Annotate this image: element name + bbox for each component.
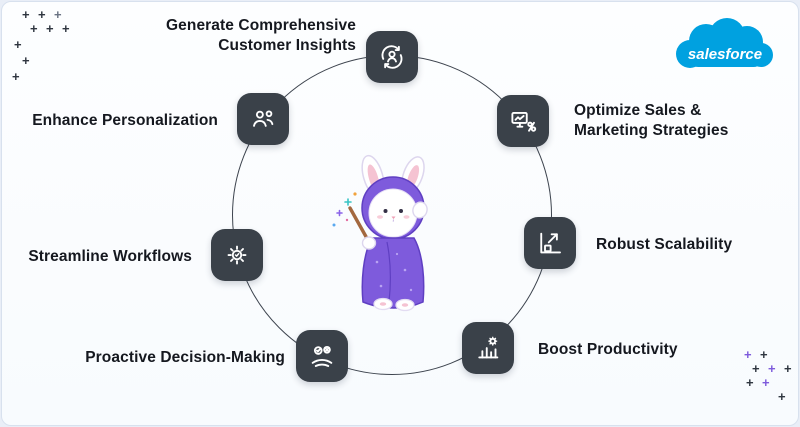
plus-icon: + <box>22 7 30 22</box>
wand-paw <box>361 236 377 250</box>
plus-icon: + <box>62 21 70 36</box>
plus-icon: + <box>22 53 30 68</box>
sparkles-icon <box>332 192 357 227</box>
plus-icon: + <box>746 375 754 390</box>
rabbit-feet <box>373 297 415 312</box>
waving-paw <box>412 201 428 219</box>
node-decision-making <box>296 330 348 382</box>
rabbit-face <box>368 188 418 238</box>
node-productivity <box>462 322 514 374</box>
node-scalability <box>524 217 576 269</box>
sales-marketing-icon <box>511 111 537 132</box>
label-boost-productivity: Boost Productivity <box>538 341 678 358</box>
plus-icon: + <box>762 375 770 390</box>
customer-insights-icon <box>381 45 403 69</box>
plus-icon: + <box>30 21 38 36</box>
plus-icon: + <box>54 7 62 22</box>
productivity-icon <box>478 336 499 359</box>
label-generate-customer-insights: Generate Comprehensive Customer Insights <box>166 17 356 54</box>
label-robust-scalability: Robust Scalability <box>596 236 733 253</box>
plus-icon: + <box>744 347 752 362</box>
workflow-gear-icon <box>227 245 247 265</box>
plus-icon: + <box>14 37 22 52</box>
node-customer-insights <box>366 31 418 83</box>
plus-icon: + <box>778 389 786 404</box>
plus-icon: + <box>752 361 760 376</box>
plus-icon: + <box>784 361 792 376</box>
decision-making-icon <box>311 345 333 367</box>
magic-wand-icon <box>348 206 371 244</box>
personalization-icon <box>253 110 274 127</box>
salesforce-logo: salesforce <box>676 18 773 68</box>
label-proactive-decision-making: Proactive Decision-Making <box>85 349 285 366</box>
plus-icon: + <box>12 69 20 84</box>
salesforce-wordmark: salesforce <box>688 46 762 63</box>
cloud-icon <box>676 18 773 68</box>
node-personalization <box>237 93 289 145</box>
node-sales-marketing <box>497 95 549 147</box>
label-streamline-workflows: Streamline Workflows <box>28 248 192 265</box>
label-enhance-personalization: Enhance Personalization <box>32 112 218 129</box>
plus-icon: + <box>760 347 768 362</box>
label-optimize-sales-marketing: Optimize Sales & Marketing Strategies <box>574 102 729 139</box>
scalability-icon <box>540 232 561 254</box>
plus-icon: + <box>768 361 776 376</box>
plus-icon: + <box>46 21 54 36</box>
wizard-rabbit-mascot <box>332 154 428 312</box>
plus-icon: + <box>38 7 46 22</box>
node-streamline-workflows <box>211 229 263 281</box>
